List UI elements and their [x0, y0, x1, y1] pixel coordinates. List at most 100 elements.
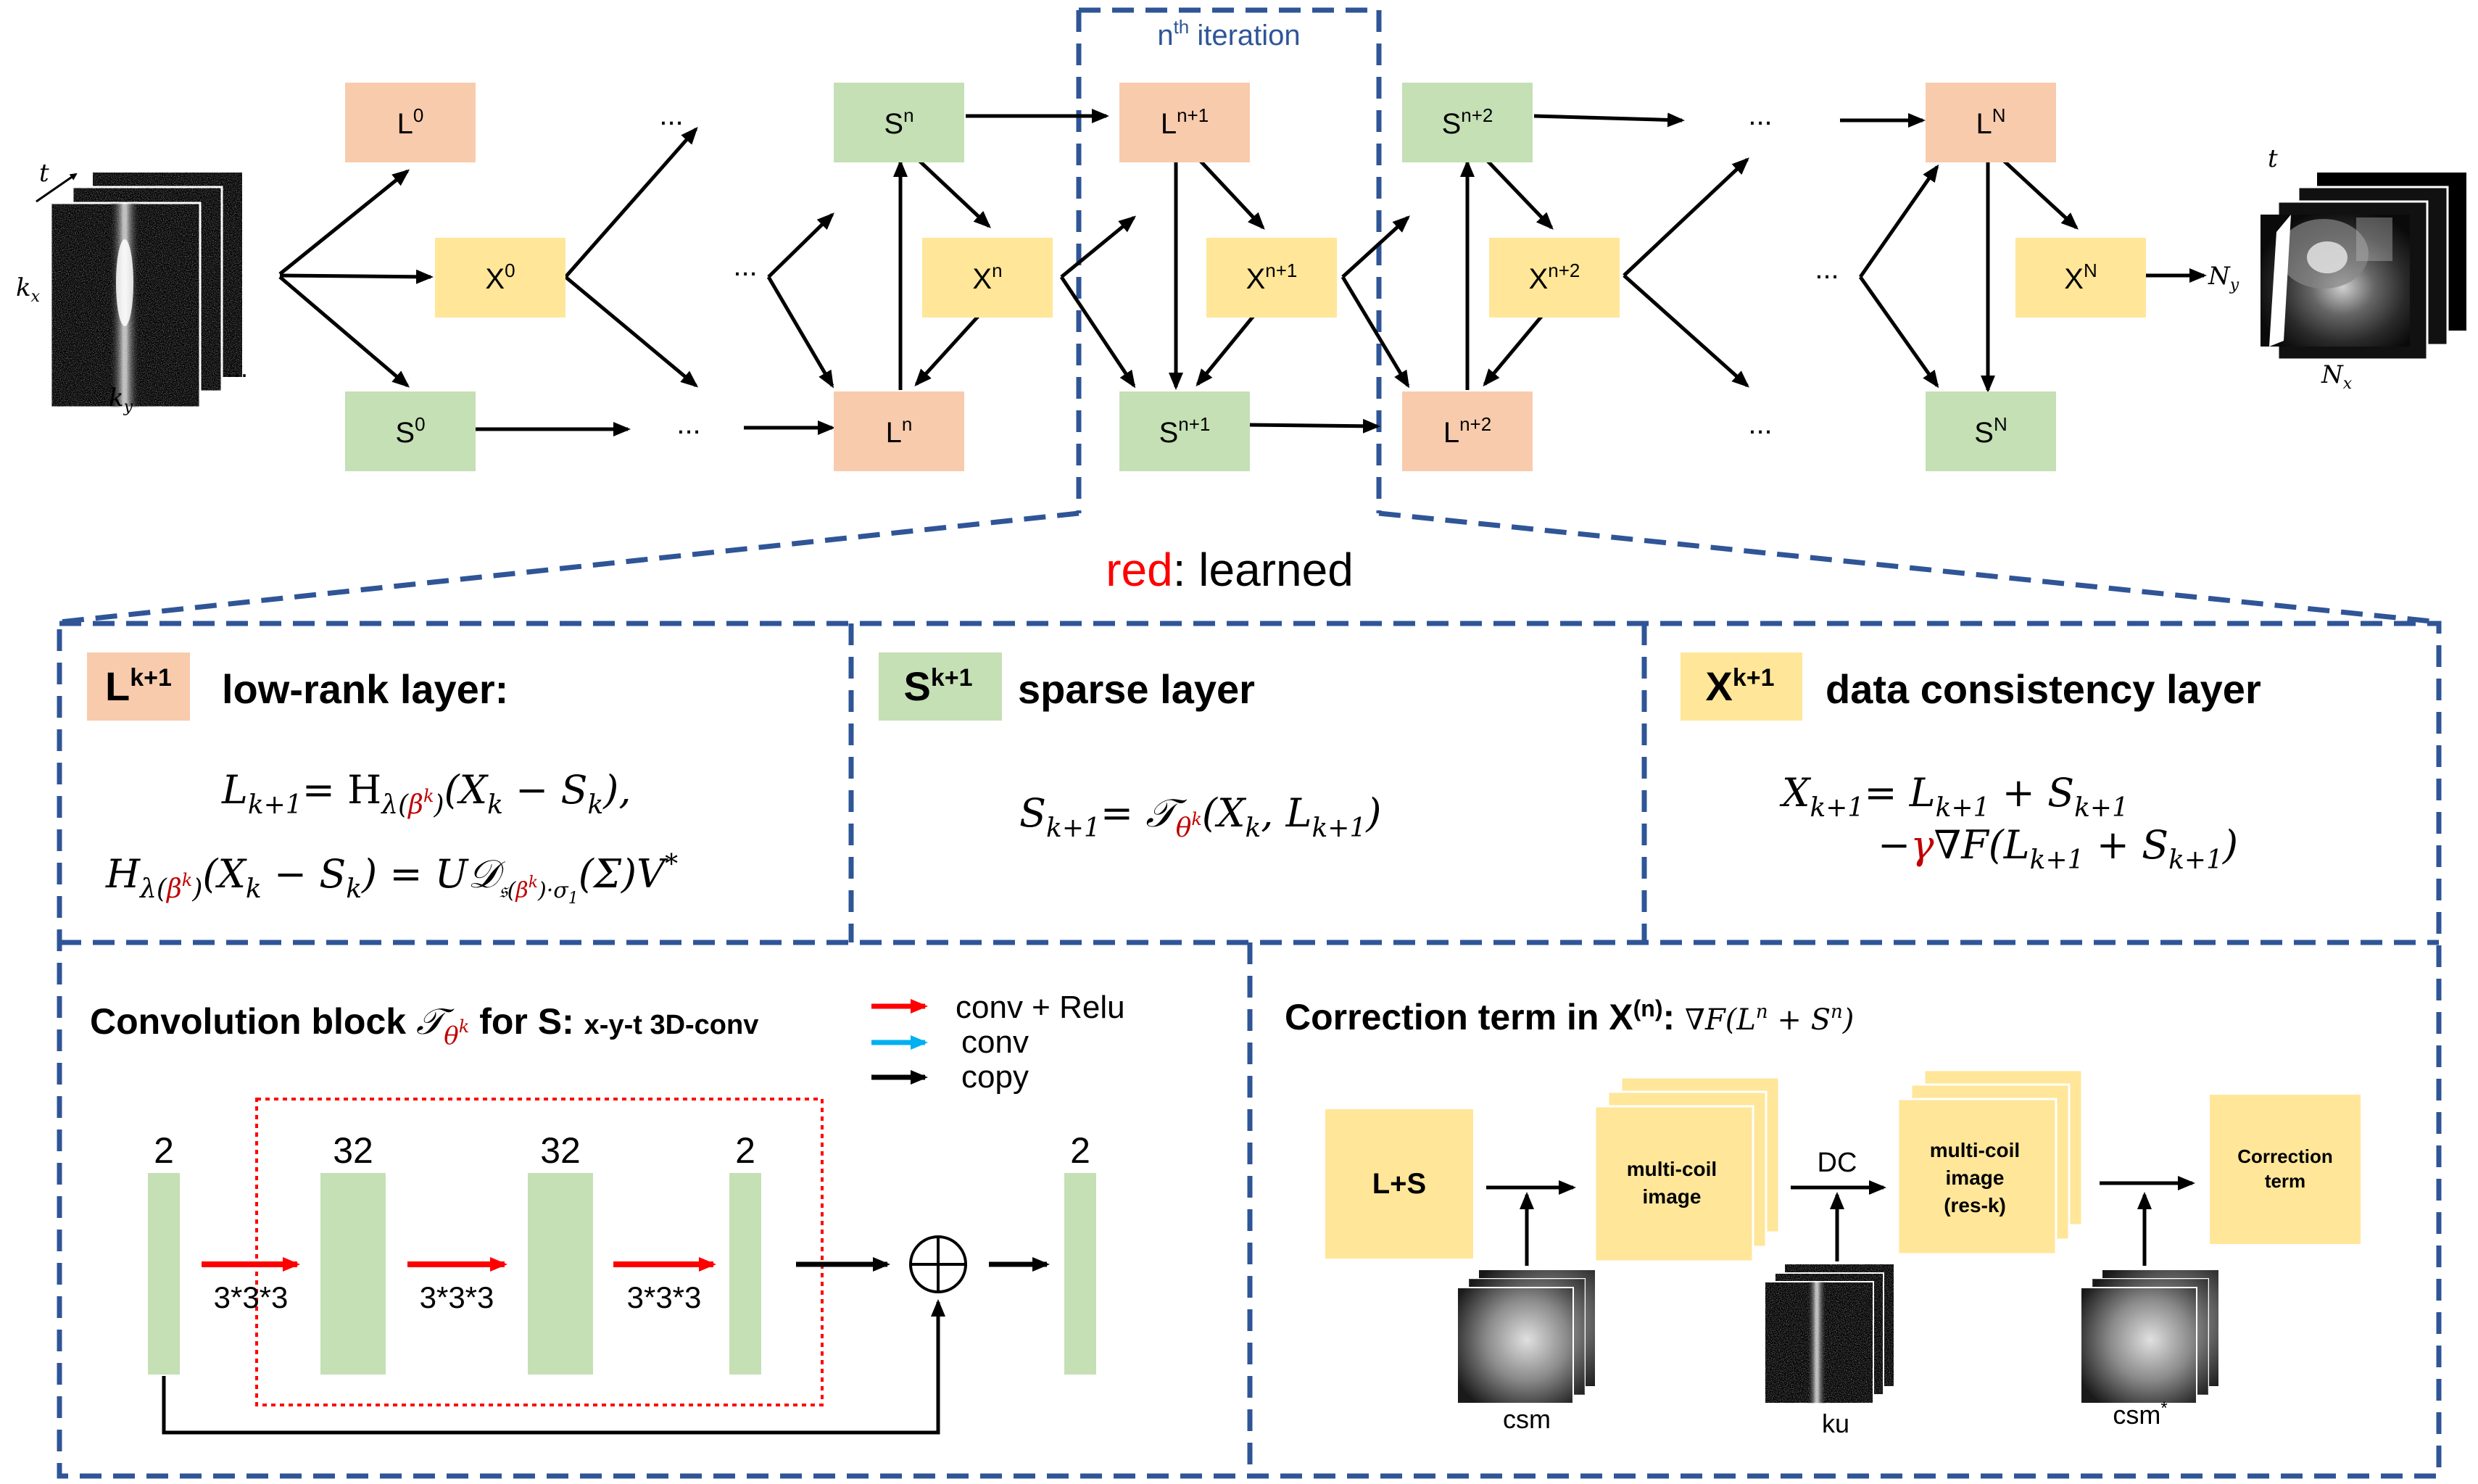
- node-label-Ln: Ln: [886, 413, 913, 449]
- panel-lowrank: Lk+1 low-rank layer: Lk+1= Hλ(βk)(Xk − S…: [87, 652, 678, 908]
- lowrank-badge: [87, 652, 190, 721]
- node-Sn2: Sn+2: [1402, 83, 1533, 162]
- learned-note: red: learned: [1106, 544, 1354, 596]
- channel-label-4: 2: [735, 1130, 755, 1171]
- sparse-badge: [879, 652, 1002, 721]
- input-kx-label: kx: [16, 273, 41, 306]
- legend-copy-label: copy: [961, 1059, 1029, 1095]
- node-box-LN: [1926, 83, 2056, 162]
- dc-label: DC: [1818, 1148, 1857, 1178]
- node-label-X0: X0: [485, 260, 515, 295]
- node-Ln1: Ln+1: [1119, 83, 1250, 162]
- conv-title: Convolution block 𝒯θk for S: x-y-t 3D-co…: [90, 1000, 758, 1050]
- csm-label: csm: [1503, 1404, 1551, 1434]
- node-box-Xn: [922, 238, 1053, 318]
- node-box-Ln: [834, 391, 964, 471]
- dc-badge: [1681, 652, 1802, 721]
- panel-correction: Correction term in X(n): ∇F(Ln + Sn) L+S…: [1285, 995, 2361, 1438]
- kernel-label-1: 3*3*3: [214, 1280, 289, 1314]
- feature-map-2: [320, 1173, 386, 1375]
- panel-conv-block: Convolution block 𝒯θk for S: x-y-t 3D-co…: [90, 990, 1125, 1435]
- panel-frame: [57, 621, 2442, 1479]
- skip-connection: [162, 1299, 945, 1435]
- node-label-Xn1: Xn+1: [1246, 260, 1298, 295]
- node-box-Ln2: [1402, 391, 1533, 471]
- node-label-S0: S0: [395, 413, 425, 449]
- ku-stack: [1764, 1264, 1894, 1404]
- node-XN: XN: [2015, 238, 2146, 318]
- node-label-Ln1: Ln+1: [1161, 104, 1209, 140]
- node-label-Ln2: Ln+2: [1443, 413, 1491, 449]
- node-Xn2: Xn+2: [1489, 238, 1620, 318]
- dc-title: data consistency layer: [1826, 666, 2261, 712]
- dc-eq2: −γ∇F(Lk+1 + Sk+1): [1878, 822, 2238, 875]
- sparse-badge-text: Sk+1: [903, 663, 972, 709]
- node-box-Sn1: [1119, 391, 1250, 471]
- ellipsis-marks: ... ... ... ... ... ...: [659, 99, 1839, 440]
- lowrank-eq2: Hλ(βk)(Xk − Sk) = U𝒟𝔰(βk)·σ1(Σ)V*: [105, 850, 678, 908]
- kernel-label-2: 3*3*3: [420, 1280, 494, 1314]
- residual-region: [255, 1098, 824, 1406]
- conv-legend: conv + Relu conv copy: [871, 990, 1125, 1095]
- sparse-title: sparse layer: [1018, 666, 1255, 712]
- correction-term-box: [2210, 1095, 2361, 1244]
- node-box-Xn1: [1206, 238, 1337, 318]
- zoom-lines: [59, 510, 2440, 625]
- input-ky-label: ky: [109, 384, 133, 416]
- node-Ln: Ln: [834, 391, 964, 471]
- output-image-stack: [2261, 173, 2466, 361]
- channel-label-1: 2: [154, 1130, 174, 1171]
- lowrank-eq1: Lk+1= Hλ(βk)(Xk − Sk),: [221, 767, 631, 820]
- node-label-LN: LN: [1976, 104, 2005, 140]
- feature-map-1: [148, 1173, 180, 1375]
- node-label-Sn: Sn: [884, 104, 913, 140]
- node-label-Xn2: Xn+2: [1529, 260, 1580, 295]
- legend-conv-relu-label: conv + Relu: [956, 990, 1125, 1025]
- flow-arrows: [278, 109, 2207, 436]
- node-Xn1: Xn+1: [1206, 238, 1337, 318]
- node-box-S0: [345, 391, 476, 471]
- node-L0: L0: [345, 83, 476, 162]
- node-label-Sn2: Sn+2: [1442, 104, 1493, 140]
- ellipsis-1: ...: [659, 99, 683, 131]
- node-X0: X0: [435, 238, 565, 318]
- channel-label-2: 32: [333, 1130, 373, 1171]
- node-box-X0: [435, 238, 565, 318]
- node-Sn: Sn: [834, 83, 964, 162]
- node-box-XN: [2015, 238, 2146, 318]
- lowrank-title: low-rank layer:: [222, 666, 508, 712]
- channel-label-3: 32: [540, 1130, 581, 1171]
- ellipsis-6: ...: [1748, 408, 1772, 440]
- correction-title: Correction term in X(n): ∇F(Ln + Sn): [1285, 995, 1854, 1037]
- node-label-SN: SN: [1974, 413, 2007, 449]
- sparse-eq: Sk+1= 𝒯θk(Xk, Lk+1): [1019, 790, 1381, 843]
- node-S0: S0: [345, 391, 476, 471]
- ellipsis-2: ...: [733, 250, 757, 282]
- dc-badge-text: Xk+1: [1705, 663, 1774, 709]
- panel-sparse: Sk+1 sparse layer Sk+1= 𝒯θk(Xk, Lk+1): [879, 652, 1381, 843]
- output-nx-label: Nx: [2321, 360, 2353, 393]
- feature-map-5: [1064, 1173, 1096, 1375]
- csm-stack: [1456, 1270, 1595, 1404]
- dc-eq1: Xk+1= Lk+1 + Sk+1: [1779, 770, 2129, 823]
- node-label-Sn1: Sn+1: [1159, 413, 1211, 449]
- node-label-XN: XN: [2064, 260, 2097, 295]
- node-Xn: Xn: [922, 238, 1053, 318]
- node-SN: SN: [1926, 391, 2056, 471]
- mc1-stack: [1594, 1076, 1781, 1263]
- legend-conv-label: conv: [961, 1024, 1029, 1060]
- lowrank-badge-text: Lk+1: [105, 663, 172, 709]
- feature-map-3: [528, 1173, 593, 1375]
- iteration-label: nth iteration: [1157, 16, 1300, 51]
- ku-label: ku: [1822, 1409, 1849, 1438]
- output-ny-label: Ny: [2208, 262, 2239, 294]
- node-box-Sn2: [1402, 83, 1533, 162]
- input-dots: ...: [226, 353, 248, 383]
- feature-map-4: [729, 1173, 761, 1375]
- node-LN: LN: [1926, 83, 2056, 162]
- csm-conj-label: csm*: [2113, 1398, 2167, 1430]
